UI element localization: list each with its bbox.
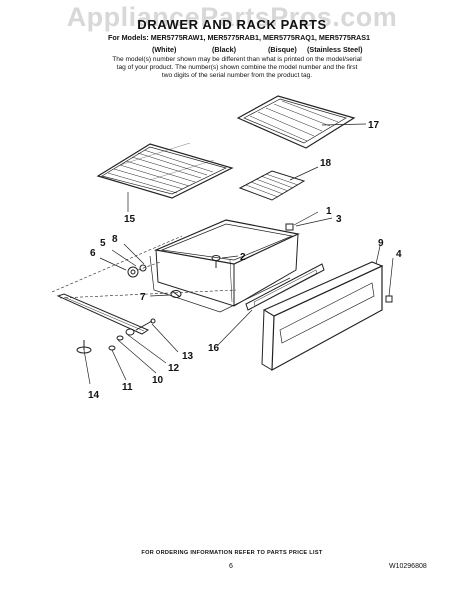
document-number: W10296808 (389, 563, 427, 570)
callout-15: 15 (124, 214, 136, 225)
callout-4: 4 (396, 249, 402, 260)
clip-part-11 (116, 335, 124, 341)
color-white: (White) (152, 45, 177, 54)
drawer-pan-part-3 (149, 219, 300, 313)
color-black: (Black) (212, 45, 236, 54)
screw-part-2 (211, 255, 221, 268)
ordering-note: FOR ORDERING INFORMATION REFER TO PARTS … (141, 550, 323, 556)
roller-part-7 (170, 290, 182, 298)
panel-part-16 (245, 263, 325, 311)
callout-8: 8 (112, 234, 118, 245)
rack-part-17 (236, 95, 356, 149)
callout-9: 9 (378, 238, 384, 249)
foot-part-4 (385, 257, 394, 303)
callout-14: 14 (88, 390, 100, 401)
clip-part-1 (285, 223, 294, 231)
callout-16: 16 (208, 343, 220, 354)
model-note: The model(s) number shown may be differe… (112, 56, 362, 79)
bolt-part-13 (135, 318, 156, 331)
callout-5: 5 (100, 238, 106, 249)
washer-part-10 (108, 345, 116, 351)
roller-part-5 (139, 264, 147, 272)
callout-17: 17 (368, 120, 380, 131)
slide-rail-part-14 (56, 293, 150, 385)
callout-3: 3 (336, 214, 342, 225)
page-number: 6 (229, 563, 233, 570)
page-title: DRAWER AND RACK PARTS (137, 17, 327, 32)
callout-1: 1 (326, 206, 332, 217)
models-line: For Models: MER5775RAW1, MER5775RAB1, ME… (108, 33, 371, 42)
drawer-front-part-9 (261, 261, 384, 372)
rack-part-18 (238, 170, 306, 201)
callout-13: 13 (182, 351, 194, 362)
watermark: AppliancePartsPros.com (66, 2, 398, 32)
callout-18: 18 (320, 158, 332, 169)
callout-12: 12 (168, 363, 180, 374)
callout-2: 2 (240, 252, 246, 263)
spacer-part-12 (125, 328, 135, 336)
rack-part-15 (96, 142, 234, 199)
callout-10: 10 (152, 375, 164, 386)
color-stainless: (Stainless Steel) (307, 45, 363, 54)
callout-6: 6 (90, 248, 96, 259)
roller-part-6 (127, 266, 139, 278)
callout-7: 7 (140, 292, 146, 303)
callout-11: 11 (122, 382, 133, 393)
color-bisque: (Bisque) (268, 45, 297, 54)
